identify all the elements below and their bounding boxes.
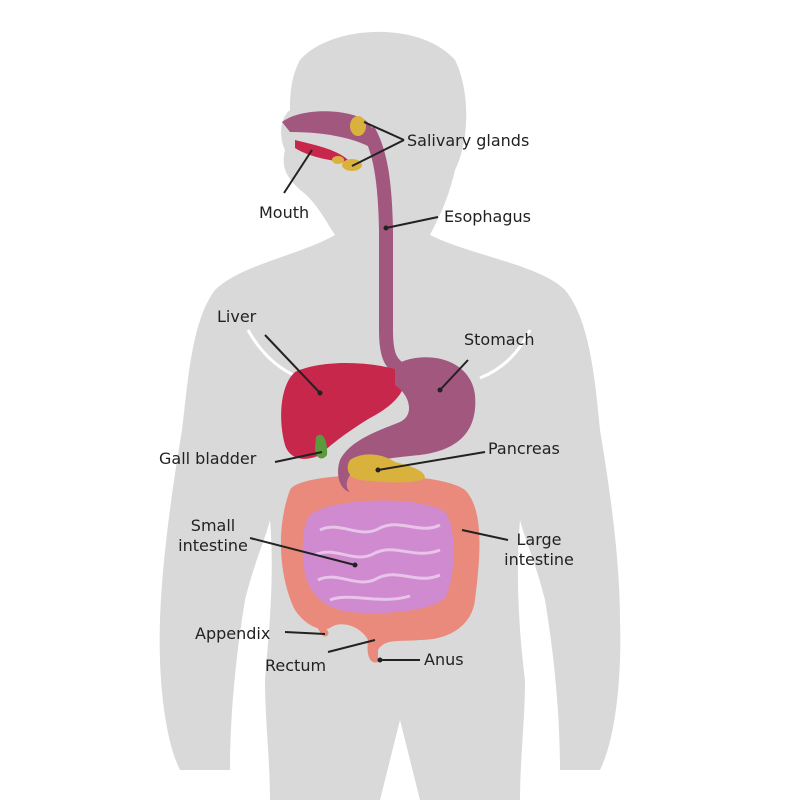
label-salivary-glands: Salivary glands xyxy=(407,131,530,150)
salivary-gland-front xyxy=(332,156,344,164)
label-large-intestine-line1: Large xyxy=(516,530,562,549)
small-intestine-coils xyxy=(314,523,441,602)
label-pancreas: Pancreas xyxy=(488,439,560,458)
label-rectum: Rectum xyxy=(265,656,327,675)
label-large-intestine: Large intestine xyxy=(500,530,578,570)
appendix xyxy=(311,614,329,637)
body-silhouette xyxy=(159,31,621,800)
label-mouth: Mouth xyxy=(259,203,310,222)
label-stomach: Stomach xyxy=(464,330,535,349)
leader-lines xyxy=(249,121,509,661)
label-large-intestine-line2: intestine xyxy=(504,550,574,569)
leader-dots xyxy=(317,225,443,663)
label-liver: Liver xyxy=(217,307,257,326)
label-esophagus: Esophagus xyxy=(444,207,531,226)
label-small-intestine-line1: Small xyxy=(190,516,236,535)
liver xyxy=(281,363,406,459)
label-small-intestine: Small intestine xyxy=(178,516,248,556)
salivary-gland-upper xyxy=(350,116,366,136)
label-appendix: Appendix xyxy=(195,624,271,643)
label-gall-bladder: Gall bladder xyxy=(159,449,257,468)
label-small-intestine-line2: intestine xyxy=(178,536,248,555)
label-anus: Anus xyxy=(424,650,464,669)
chest-line-right xyxy=(479,329,532,380)
